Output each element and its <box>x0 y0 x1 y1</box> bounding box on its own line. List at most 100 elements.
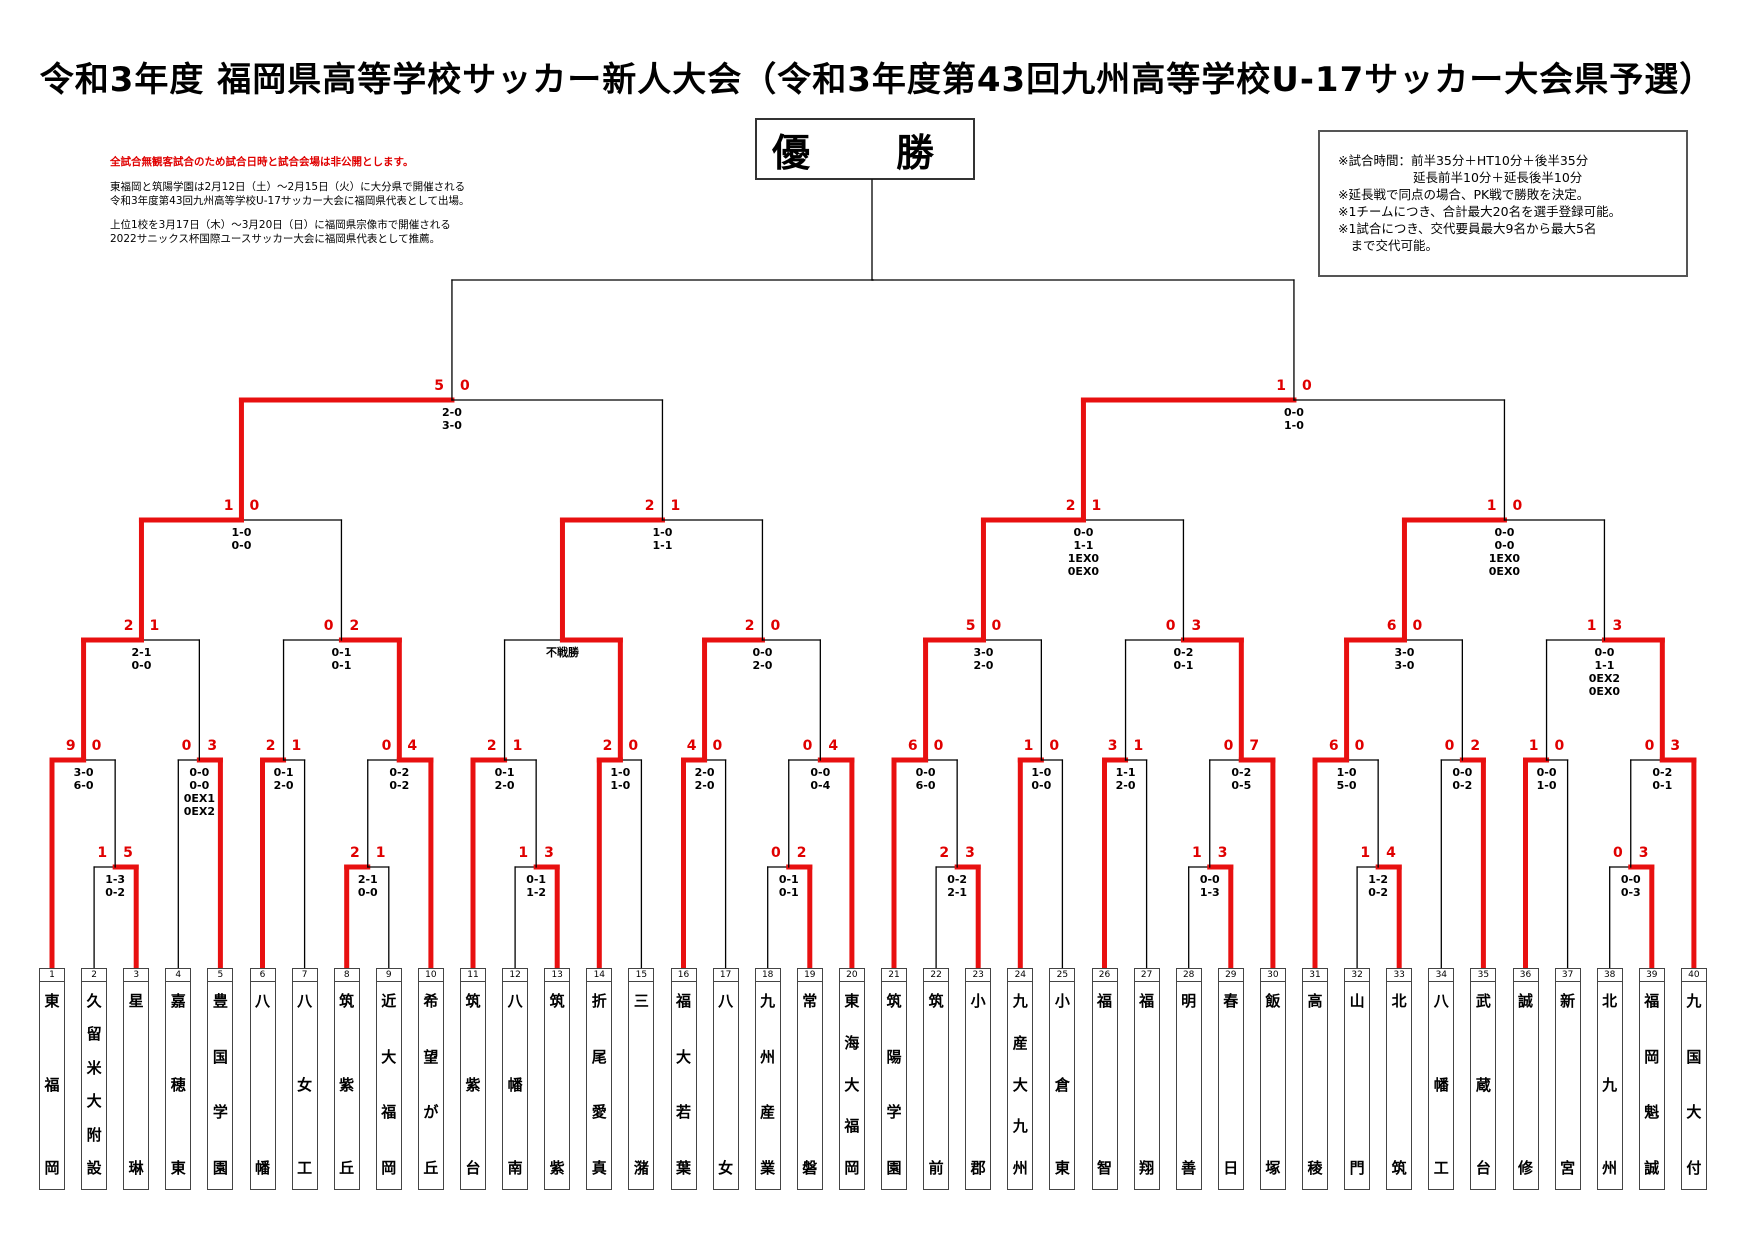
half-score-q2: 0-1 <box>332 646 352 659</box>
team-name-char: 近 <box>381 992 397 1010</box>
score-r7-b: 0 <box>713 738 723 754</box>
team-name-char: 郡 <box>970 1159 986 1177</box>
team-number: 14 <box>587 969 612 982</box>
score-f1-a: 5 <box>434 378 444 394</box>
team-name: 山門 <box>1345 983 1369 1185</box>
team-name: 九国大付 <box>1682 983 1706 1185</box>
rule-line: ※1試合につき、交代要員最大9名から最大5名 <box>1338 221 1597 236</box>
team-name: 筑紫台 <box>461 983 485 1185</box>
score-r3-a: 2 <box>266 738 276 754</box>
team-name: 福翔 <box>1135 983 1159 1185</box>
score-r12-b: 7 <box>1249 738 1259 754</box>
team-name: 新宮 <box>1556 983 1580 1185</box>
half-score-r11: 1-1 <box>1116 766 1136 779</box>
team-name-char: 誠 <box>1517 992 1533 1010</box>
team-name-char: 州 <box>760 1047 776 1066</box>
score-q6-a: 0 <box>1166 618 1176 634</box>
team-number: 37 <box>1555 969 1580 982</box>
half-score-r2: 0-0 <box>189 779 209 792</box>
team-number: 20 <box>839 969 864 982</box>
team-name-char: 産 <box>760 1103 776 1122</box>
team-name-char: 明 <box>1181 992 1197 1010</box>
team-name-char: 北 <box>1391 992 1407 1010</box>
half-score-r1: 3-0 <box>74 766 94 779</box>
team-name-char: 幡 <box>1433 1075 1449 1094</box>
half-score-r10: 1-0 <box>1031 766 1051 779</box>
half-score-s4: 0-0 <box>1495 539 1515 552</box>
half-score-s4: 0-0 <box>1495 526 1515 539</box>
half-score-q1: 2-1 <box>132 646 152 659</box>
team-number: 28 <box>1176 969 1201 982</box>
half-score-r12: 0-5 <box>1231 779 1251 792</box>
team-name: 常磐 <box>798 983 822 1185</box>
team-name-char: 穂 <box>170 1075 186 1094</box>
team-name: 春日 <box>1219 983 1243 1185</box>
score-s4-b: 0 <box>1512 498 1522 514</box>
team-name: 八幡 <box>251 983 275 1185</box>
team-name-char: 星 <box>128 992 144 1010</box>
score-m8-a: 0 <box>1613 845 1623 861</box>
team-name-char: 誠 <box>1644 1158 1660 1177</box>
team-name-char: 新 <box>1560 992 1576 1010</box>
score-r14-a: 0 <box>1445 738 1455 754</box>
team-name-char: 九 <box>1012 992 1028 1010</box>
team-number: 21 <box>882 969 906 982</box>
rule-line: ※試合時間：前半35分＋HT10分＋後半35分 <box>1338 153 1589 168</box>
score-r15-a: 1 <box>1529 738 1539 754</box>
score-m7-a: 1 <box>1360 845 1370 861</box>
team-name-char: 日 <box>1223 1159 1239 1177</box>
team-name-char: 紫 <box>339 1075 355 1094</box>
team-name-char: 稜 <box>1307 1159 1323 1177</box>
half-score-r4: 0-2 <box>389 779 409 792</box>
team-name-char: 陽 <box>886 1047 902 1066</box>
team-name-char: 真 <box>591 1158 607 1177</box>
team-name-char: 八 <box>507 992 523 1010</box>
half-score-q1: 0-0 <box>132 659 152 672</box>
team-name-char: 筑 <box>339 992 355 1010</box>
score-r2-a: 0 <box>182 738 192 754</box>
team-name: 八女工 <box>293 983 317 1185</box>
team-name-char: 女 <box>297 1075 313 1094</box>
half-score-r14: 0-2 <box>1452 779 1472 792</box>
team-name-char: 前 <box>928 1159 944 1177</box>
score-r14-b: 2 <box>1470 738 1480 754</box>
team-name-char: 福 <box>44 1075 60 1094</box>
team-name: 高稜 <box>1303 983 1327 1185</box>
notice-text: 全試合無観客試合のため試合日時と試合会場は非公開とします。 東福岡と筑陽学園は2… <box>110 155 530 256</box>
team-name-char: 福 <box>1096 992 1112 1010</box>
half-score-r2: 0-0 <box>189 766 209 779</box>
half-score-q6: 0-2 <box>1174 646 1194 659</box>
team-name: 筑紫 <box>545 983 569 1185</box>
score-s3-a: 2 <box>1066 498 1076 514</box>
score-r4-a: 0 <box>382 738 392 754</box>
team-name-char: 東 <box>44 992 60 1010</box>
team-name-char: 智 <box>1096 1159 1112 1177</box>
score-m1-a: 1 <box>97 845 107 861</box>
half-score-m2: 2-1 <box>358 873 378 886</box>
half-score-r8: 0-0 <box>810 766 830 779</box>
score-r11-b: 1 <box>1134 738 1144 754</box>
team-name-char: 業 <box>760 1158 776 1177</box>
half-score-q4: 2-0 <box>753 659 773 672</box>
rule-line: まで交代可能。 <box>1338 238 1439 253</box>
team-name: 武蔵台 <box>1471 983 1495 1185</box>
team-name-char: 岡 <box>844 1159 860 1177</box>
team-name: 折尾愛真 <box>587 983 611 1185</box>
team-name-char: 三 <box>633 992 649 1010</box>
half-score-m1: 0-2 <box>105 886 125 899</box>
team-number: 27 <box>1134 969 1159 982</box>
team-name: 九州産業 <box>756 983 780 1185</box>
team-number: 8 <box>334 969 359 982</box>
team-name-char: 大 <box>1686 1103 1702 1122</box>
score-m4-a: 0 <box>771 845 781 861</box>
half-score-s1: 0-0 <box>232 539 252 552</box>
